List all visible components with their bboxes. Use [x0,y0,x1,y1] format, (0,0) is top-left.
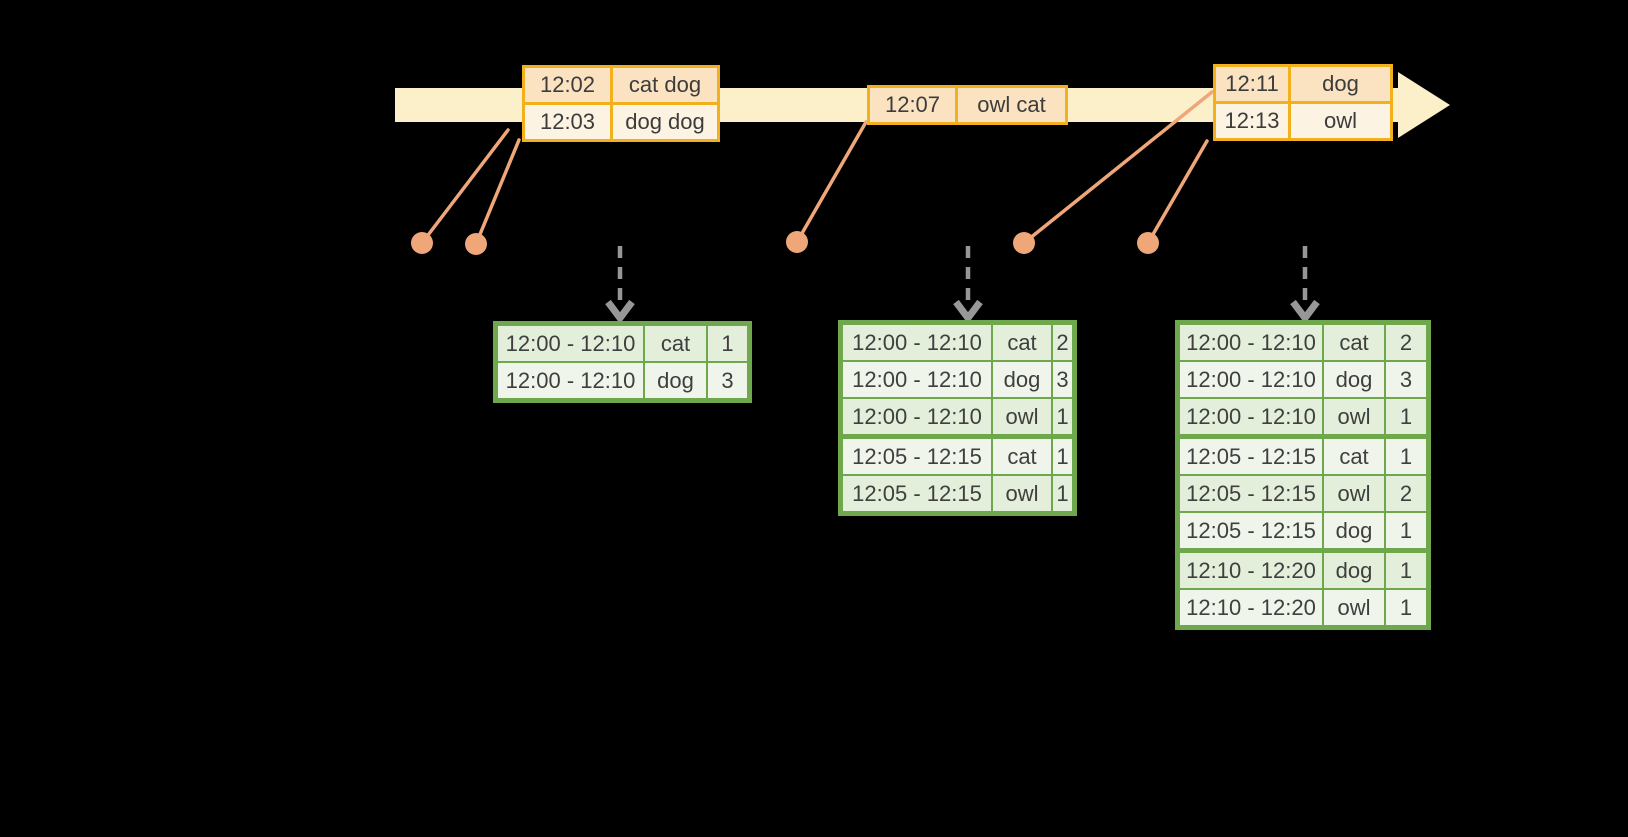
result-row: 12:00 - 12:10 dog 3 [843,362,1072,397]
input-batch-table-3: 12:11 dog 12:13 owl [1213,64,1393,141]
count-cell: 1 [1386,399,1426,434]
window-cell: 12:00 - 12:10 [1180,399,1322,434]
trigger-arrows [605,246,1320,324]
result-row: 12:05 - 12:15 owl 1 [843,476,1072,511]
window-cell: 12:00 - 12:10 [1180,362,1322,397]
event-connector-line [1146,139,1209,245]
word-cell: cat [1324,325,1384,360]
count-cell: 1 [1053,439,1072,474]
event-dot [786,231,808,253]
window-cell: 12:00 - 12:10 [843,325,991,360]
count-cell: 2 [1386,325,1426,360]
count-cell: 1 [1053,476,1072,511]
event-dots [411,231,1159,255]
event-time-cell: 12:02 [525,68,610,102]
word-cell: dog [1324,553,1384,588]
result-row: 12:05 - 12:15 dog 1 [1180,513,1426,548]
event-connector-line [795,120,868,244]
result-row: 12:00 - 12:10 cat 1 [498,326,747,361]
result-row: 12:05 - 12:15 cat 1 [1180,439,1426,474]
window-cell: 12:00 - 12:10 [843,399,991,434]
event-words-cell: owl cat [958,88,1065,122]
window-cell: 12:00 - 12:10 [1180,325,1322,360]
event-dot [1137,232,1159,254]
word-cell: dog [993,362,1051,397]
word-cell: owl [1324,399,1384,434]
event-dot [465,233,487,255]
window-cell: 12:05 - 12:15 [1180,439,1322,474]
event-time-cell: 12:07 [870,88,955,122]
count-cell: 3 [1053,362,1072,397]
count-cell: 1 [1386,513,1426,548]
result-row: 12:05 - 12:15 cat 1 [843,439,1072,474]
window-cell: 12:05 - 12:15 [1180,513,1322,548]
event-time-cell: 12:13 [1216,104,1288,138]
word-cell: cat [993,325,1051,360]
event-connector-line [474,138,521,246]
result-row: 12:00 - 12:10 cat 2 [843,325,1072,360]
result-table-1: 12:00 - 12:10 cat 1 12:00 - 12:10 dog 3 [493,321,752,403]
result-table-2: 12:00 - 12:10 cat 2 12:00 - 12:10 dog 3 … [838,320,1077,516]
window-cell: 12:05 - 12:15 [843,439,991,474]
trigger-arrowhead-icon [1290,299,1320,324]
event-row: 12:07 owl cat [870,88,1065,122]
event-time-cell: 12:11 [1216,67,1288,101]
result-row: 12:00 - 12:10 cat 2 [1180,325,1426,360]
result-row: 12:00 - 12:10 owl 1 [843,399,1072,434]
count-cell: 2 [1386,476,1426,511]
word-cell: dog [1324,513,1384,548]
trigger-arrowhead-icon [605,299,635,324]
window-cell: 12:00 - 12:10 [498,326,643,361]
event-connector-line [1022,90,1214,245]
word-cell: dog [1324,362,1384,397]
input-batch-table-2: 12:07 owl cat [867,85,1068,125]
count-cell: 3 [1386,362,1426,397]
result-table-3: 12:00 - 12:10 cat 2 12:00 - 12:10 dog 3 … [1175,320,1431,630]
word-cell: owl [993,399,1051,434]
event-row: 12:02 cat dog [525,68,717,102]
event-row: 12:13 owl [1216,104,1390,138]
count-cell: 1 [1386,439,1426,474]
event-connector-lines [420,90,1214,246]
word-cell: dog [645,363,706,398]
result-row: 12:00 - 12:10 dog 3 [1180,362,1426,397]
window-cell: 12:05 - 12:15 [1180,476,1322,511]
window-cell: 12:05 - 12:15 [843,476,991,511]
event-connector-line [420,128,510,245]
word-cell: cat [645,326,706,361]
event-words-cell: dog dog [613,105,717,139]
window-cell: 12:00 - 12:10 [498,363,643,398]
word-cell: cat [993,439,1051,474]
count-cell: 3 [708,363,747,398]
word-cell: cat [1324,439,1384,474]
count-cell: 1 [1053,399,1072,434]
result-row: 12:00 - 12:10 owl 1 [1180,399,1426,434]
count-cell: 1 [1386,590,1426,625]
count-cell: 1 [708,326,747,361]
input-batch-table-1: 12:02 cat dog 12:03 dog dog [522,65,720,142]
timeline-arrowhead-icon [1398,72,1450,138]
event-dot [1013,232,1035,254]
result-row: 12:05 - 12:15 owl 2 [1180,476,1426,511]
event-time-cell: 12:03 [525,105,610,139]
event-words-cell: cat dog [613,68,717,102]
count-cell: 2 [1053,325,1072,360]
window-cell: 12:00 - 12:10 [843,362,991,397]
word-cell: owl [1324,590,1384,625]
count-cell: 1 [1386,553,1426,588]
word-cell: owl [993,476,1051,511]
window-cell: 12:10 - 12:20 [1180,553,1322,588]
result-row: 12:10 - 12:20 owl 1 [1180,590,1426,625]
window-cell: 12:10 - 12:20 [1180,590,1322,625]
event-dot [411,232,433,254]
word-cell: owl [1324,476,1384,511]
trigger-arrowhead-icon [953,299,983,324]
event-row: 12:11 dog [1216,67,1390,101]
event-row: 12:03 dog dog [525,105,717,139]
event-words-cell: dog [1291,67,1390,101]
event-words-cell: owl [1291,104,1390,138]
result-row: 12:00 - 12:10 dog 3 [498,363,747,398]
result-row: 12:10 - 12:20 dog 1 [1180,553,1426,588]
